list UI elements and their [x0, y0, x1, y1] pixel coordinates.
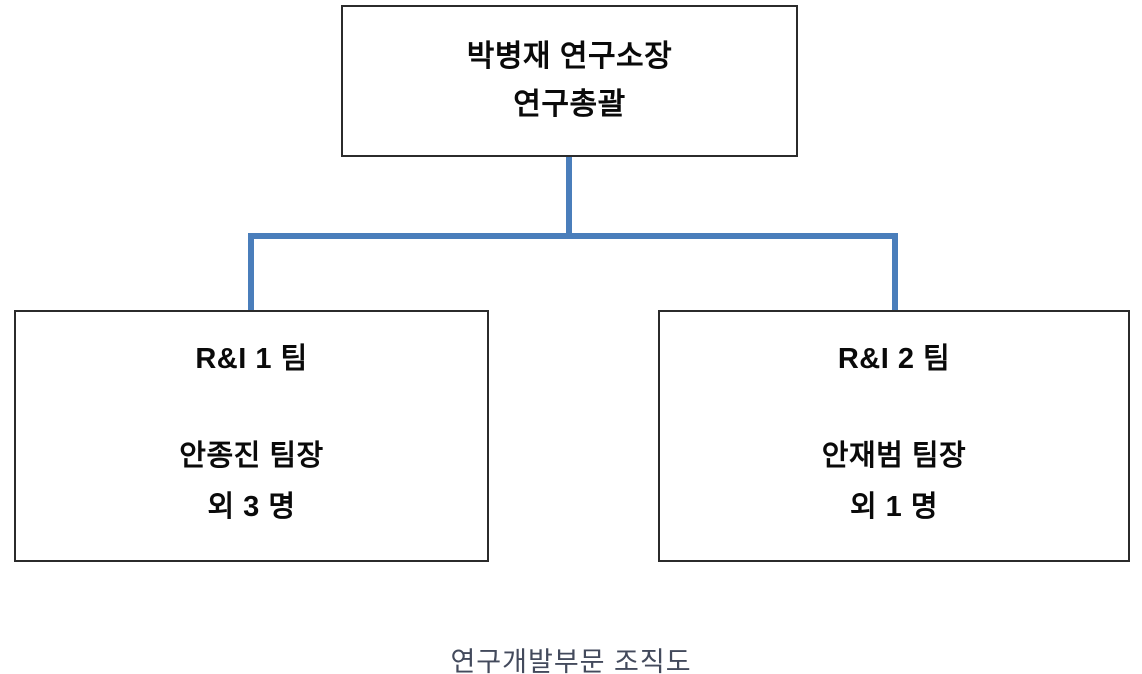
org-node-team-2[interactable]: R&I 2 팀 안재범 팀장 외 1 명 [658, 310, 1130, 562]
org-node-director[interactable]: 박병재 연구소장 연구총괄 [341, 5, 798, 157]
team2-member-count: 외 1 명 [849, 491, 939, 523]
connector-drop-team1 [248, 233, 254, 312]
connector-vertical-stem [566, 157, 572, 239]
chart-caption: 연구개발부문 조직도 [450, 647, 692, 674]
team2-title: R&I 2 팀 [837, 343, 951, 375]
director-role: 연구총괄 [513, 88, 626, 121]
director-name: 박병재 연구소장 [466, 40, 673, 73]
connector-drop-team2 [892, 233, 898, 312]
team1-title: R&I 1 팀 [195, 343, 308, 375]
connector-horizontal-bus [248, 233, 898, 239]
org-node-team-1[interactable]: R&I 1 팀 안종진 팀장 외 3 명 [14, 310, 489, 562]
team2-lead: 안재범 팀장 [821, 440, 967, 472]
team1-lead: 안종진 팀장 [179, 440, 324, 472]
team1-member-count: 외 3 명 [207, 491, 296, 523]
